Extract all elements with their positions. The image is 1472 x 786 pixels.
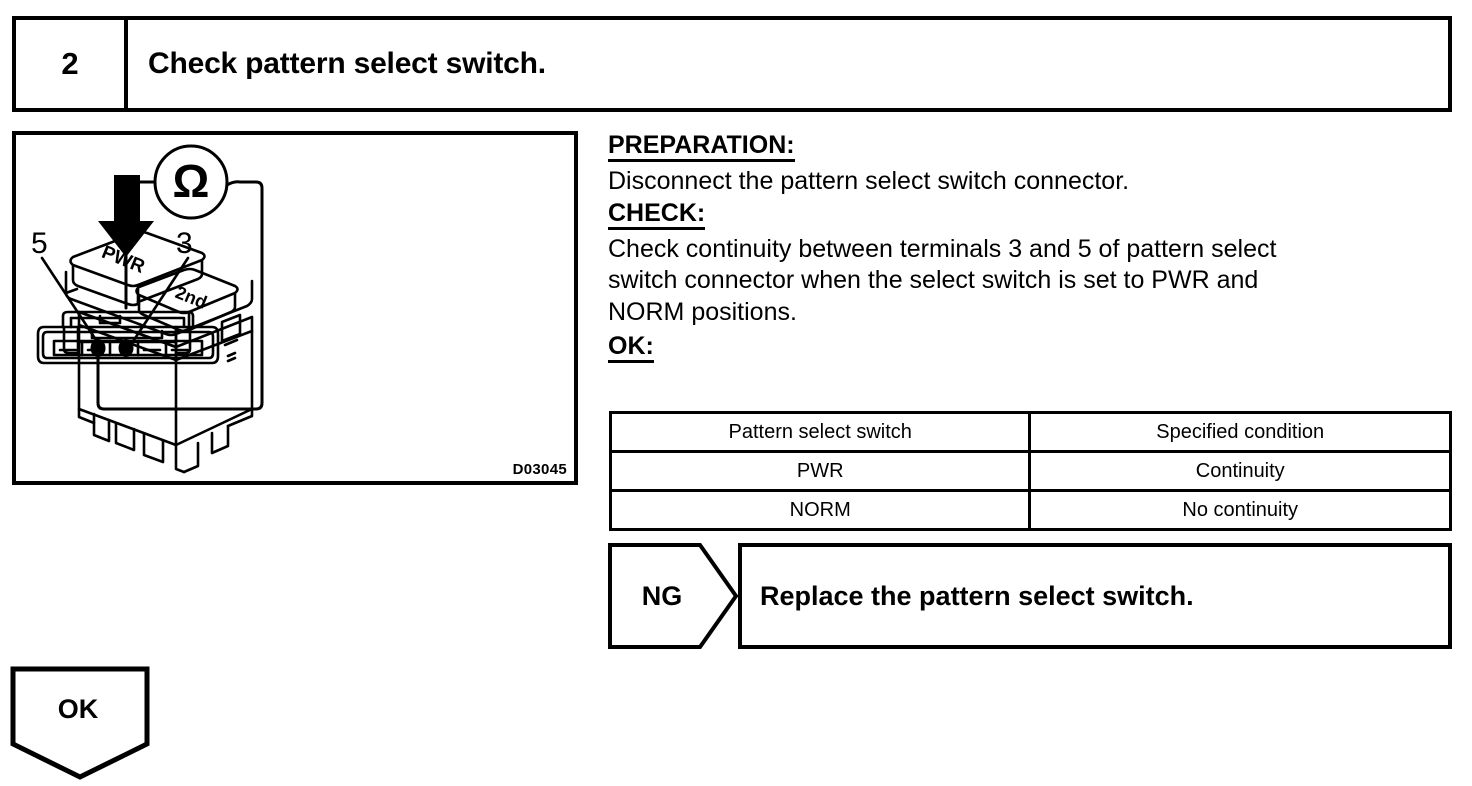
cell-switch-pwr: PWR xyxy=(608,450,1032,492)
check-heading: CHECK: xyxy=(608,199,706,230)
check-text-line-2: switch connector when the select switch … xyxy=(608,266,1259,295)
illustration-panel: PWR 2nd xyxy=(12,131,578,485)
preparation-text: Disconnect the pattern select switch con… xyxy=(608,167,1130,195)
figure-code: D03045 xyxy=(512,461,567,478)
ng-action-text: Replace the pattern select switch. xyxy=(738,543,1452,649)
cell-result-norm: No continuity xyxy=(1028,489,1452,531)
check-text-line-3: NORM positions. xyxy=(608,298,797,326)
terminal-leader-lines xyxy=(40,256,190,348)
illustration-figure: PWR 2nd xyxy=(31,144,264,474)
check-heading-wrap: CHECK: xyxy=(608,199,1456,232)
ng-label: NG xyxy=(641,580,683,611)
ok-label: OK xyxy=(57,693,99,724)
ok-heading-wrap: OK: xyxy=(608,332,1456,365)
column-header-condition: Pattern select switch xyxy=(608,411,1032,453)
probe-contacts xyxy=(90,339,134,357)
preparation-heading-wrap: PREPARATION: xyxy=(608,131,1456,164)
ng-branch: NG Replace the pattern select switch. xyxy=(608,543,1452,649)
connector-body xyxy=(36,310,220,365)
instructions-block: PREPARATION: Disconnect the pattern sele… xyxy=(608,131,1456,367)
table-header-row: Pattern select switch Specified conditio… xyxy=(608,411,1452,453)
step-title: Check pattern select switch. xyxy=(148,47,546,80)
check-text-line-1: Check continuity between terminals 3 and… xyxy=(608,234,1277,263)
svg-text:2nd: 2nd xyxy=(173,282,210,313)
specification-table: Pattern select switch Specified conditio… xyxy=(608,411,1452,531)
cell-result-pwr: Continuity xyxy=(1028,450,1452,492)
ok-branch-shape xyxy=(10,666,150,780)
step-number: 2 xyxy=(16,20,128,108)
step-header: 2 Check pattern select switch. xyxy=(12,16,1452,112)
table-row: PWR Continuity xyxy=(608,450,1452,492)
ohmmeter-circuit xyxy=(96,144,264,411)
column-header-result: Specified condition xyxy=(1028,411,1452,453)
ohm-symbol: Ω xyxy=(173,155,210,207)
cell-switch-norm: NORM xyxy=(608,489,1032,531)
ng-tag-shape xyxy=(608,543,738,649)
ok-heading: OK: xyxy=(608,332,654,363)
terminal-label-3: 3 xyxy=(176,227,193,260)
terminal-label-5: 5 xyxy=(31,227,48,260)
preparation-heading: PREPARATION: xyxy=(608,131,795,162)
table-row: NORM No continuity xyxy=(608,489,1452,531)
